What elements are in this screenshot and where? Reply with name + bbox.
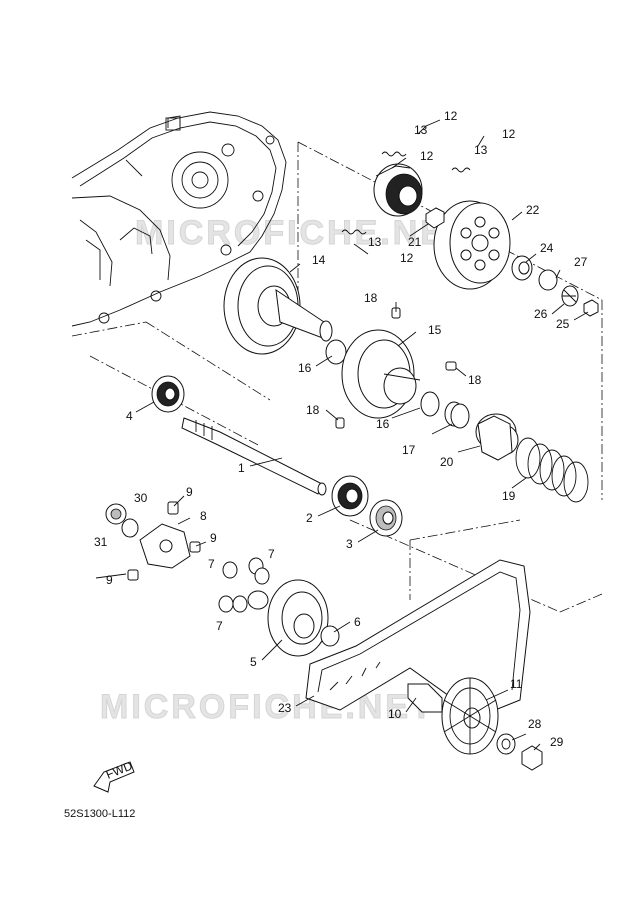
callout-28: 28 xyxy=(528,717,542,731)
callout-7c: 7 xyxy=(216,619,223,633)
primary-shaft xyxy=(181,417,327,496)
clutch-housing xyxy=(433,200,511,290)
callout-1: 1 xyxy=(238,461,245,475)
callout-16b: 16 xyxy=(376,417,390,431)
assembly-frame-lines xyxy=(71,141,603,613)
weight-rollers xyxy=(218,557,270,613)
callout-21: 21 xyxy=(408,235,422,249)
oil-seal-3 xyxy=(369,499,403,537)
callout-23: 23 xyxy=(278,701,292,715)
callout-27: 27 xyxy=(574,255,588,269)
callout-12a: 12 xyxy=(444,109,458,123)
callout-12d: 12 xyxy=(400,251,414,265)
collar-6 xyxy=(320,625,340,647)
callout-leaders xyxy=(95,119,589,751)
guide-pins xyxy=(335,307,457,429)
callout-13c: 13 xyxy=(368,235,382,249)
callout-8: 8 xyxy=(200,509,207,523)
callout-4: 4 xyxy=(126,409,133,423)
crankcase-cover xyxy=(71,111,287,327)
callout-15: 15 xyxy=(428,323,442,337)
callout-25: 25 xyxy=(556,317,570,331)
o-rings xyxy=(420,391,470,429)
callout-16a: 16 xyxy=(298,361,312,375)
callout-31: 31 xyxy=(94,535,108,549)
washer-30-inner xyxy=(110,508,122,520)
callout-18a: 18 xyxy=(364,291,378,305)
callout-9a: 9 xyxy=(186,485,193,499)
callout-19: 19 xyxy=(502,489,516,503)
collar-31 xyxy=(121,518,139,538)
v-belt xyxy=(305,559,531,713)
primary-fixed-sheave xyxy=(441,677,499,755)
callout-2: 2 xyxy=(306,511,313,525)
callout-numbers: 1 2 3 4 5 6 7 7 7 8 9 9 9 10 11 12 12 12… xyxy=(94,109,588,749)
callout-17: 17 xyxy=(402,443,416,457)
callout-24: 24 xyxy=(540,241,554,255)
secondary-sheave xyxy=(223,257,333,355)
callout-9c: 9 xyxy=(106,573,113,587)
callout-6: 6 xyxy=(354,615,361,629)
callout-5: 5 xyxy=(250,655,257,669)
callout-26: 26 xyxy=(534,307,548,321)
callout-13a: 13 xyxy=(414,123,428,137)
sliding-sheave xyxy=(341,329,421,419)
bearing-4 xyxy=(151,375,185,413)
fwd-arrow-icon: FWD xyxy=(93,758,135,793)
callout-7a: 7 xyxy=(208,557,215,571)
callout-12c: 12 xyxy=(420,149,434,163)
cam-assembly xyxy=(127,501,201,581)
compression-spring xyxy=(515,437,589,503)
watermark-bottom: MICROFICHE.NET xyxy=(100,688,435,726)
callout-3: 3 xyxy=(346,537,353,551)
washer-28-inner xyxy=(501,738,511,750)
callout-12b: 12 xyxy=(502,127,516,141)
nut-29 xyxy=(521,745,543,771)
clutch-nut-washers xyxy=(511,255,599,317)
clutch-carrier xyxy=(373,163,445,229)
callout-18c: 18 xyxy=(306,403,320,417)
callout-7b: 7 xyxy=(268,547,275,561)
callout-22: 22 xyxy=(526,203,540,217)
primary-sliding-sheave xyxy=(247,579,329,657)
callout-18b: 18 xyxy=(468,373,482,387)
bearing-2 xyxy=(331,475,369,517)
callout-13b: 13 xyxy=(474,143,488,157)
callout-20: 20 xyxy=(440,455,454,469)
callout-14: 14 xyxy=(312,253,326,267)
washer-28 xyxy=(496,733,516,755)
callout-29: 29 xyxy=(550,735,564,749)
spring-seat xyxy=(475,413,519,461)
clutch-shoe-springs xyxy=(341,151,471,235)
oil-seal-upper xyxy=(325,339,347,365)
callout-11: 11 xyxy=(510,677,523,691)
callout-9b: 9 xyxy=(210,531,217,545)
callout-30: 30 xyxy=(134,491,148,505)
diagram-code: 52S1300-L112 xyxy=(64,808,136,820)
callout-10: 10 xyxy=(388,707,402,721)
watermark-top: MICROFICHE.NET xyxy=(135,214,470,252)
